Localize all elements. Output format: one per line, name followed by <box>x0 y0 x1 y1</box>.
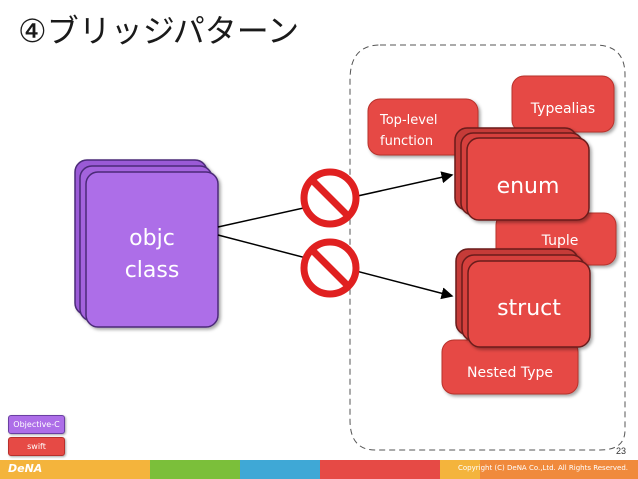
dena-logo: DeNA <box>8 462 43 475</box>
enum-stack <box>454 127 590 221</box>
toplevel-label-line2: function <box>380 134 433 149</box>
swift-region <box>349 44 626 451</box>
struct-label: struct <box>497 296 561 321</box>
typealias-label: Typealias <box>530 101 595 117</box>
prohibited-icon <box>300 168 360 228</box>
legend-swift: swift <box>8 437 65 456</box>
legend-objective-c: Objective-C <box>8 415 65 434</box>
tuple-label: Tuple <box>541 233 579 249</box>
page-title: ④ブリッジパターン <box>18 12 300 50</box>
page-number: 23 <box>615 446 626 456</box>
objc-label-line1: objc <box>129 226 175 251</box>
copyright-text: Copyright (C) DeNA Co.,Ltd. All Rights R… <box>458 464 628 472</box>
bridge-diagram: objc class Typealias Top-level function … <box>74 44 626 451</box>
objc-class-stack <box>74 159 219 328</box>
prohibited-icon <box>300 238 360 298</box>
objc-label-line2: class <box>125 258 180 283</box>
struct-stack <box>455 248 591 348</box>
toplevel-label-line1: Top-level <box>379 113 438 128</box>
footer-bar <box>0 460 638 479</box>
enum-label: enum <box>497 174 560 199</box>
nested-type-label: Nested Type <box>467 365 553 381</box>
toplevel-function-box <box>367 98 479 156</box>
